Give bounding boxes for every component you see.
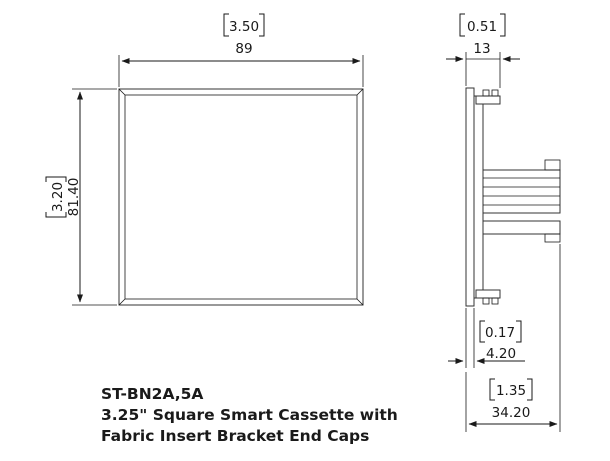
center-tongue xyxy=(482,169,561,214)
front-view xyxy=(118,88,364,306)
width-inch-label: 3.50 xyxy=(229,19,259,35)
lip-mm-label: 4.20 xyxy=(486,346,516,362)
product-caption: ST-BN2A,5A 3.25" Square Smart Cassette w… xyxy=(101,384,398,447)
height-inch-label: 3.20 xyxy=(50,182,66,212)
height-mm-label: 81.40 xyxy=(66,178,82,217)
width-inch-bracket-right xyxy=(259,13,265,37)
depth-inch-label: 0.51 xyxy=(467,19,497,35)
width-mm-label: 89 xyxy=(235,41,252,57)
side-view xyxy=(465,87,561,307)
bottom-clip xyxy=(475,289,501,299)
caption-line-1: 3.25" Square Smart Cassette with xyxy=(101,406,398,424)
lip-inch-label: 0.17 xyxy=(485,325,515,341)
caption-line-2: Fabric Insert Bracket End Caps xyxy=(101,427,370,445)
width-dimension: 3.50 89 xyxy=(118,13,364,87)
top-clip xyxy=(475,95,501,105)
width-inch-bracket-left xyxy=(223,13,229,37)
front-plate-outline xyxy=(118,88,364,306)
depth-dimension: 0.51 13 xyxy=(446,13,520,88)
overall-depth-dimension: 1.35 34.20 xyxy=(465,244,561,432)
front-plate-bevel xyxy=(124,94,358,300)
depth-mm-label: 13 xyxy=(473,41,490,57)
side-face-plate xyxy=(465,87,475,307)
lip-dimension: 0.17 4.20 xyxy=(448,308,525,368)
overall-mm-label: 34.20 xyxy=(492,405,531,421)
overall-inch-label: 1.35 xyxy=(496,383,526,399)
side-body xyxy=(473,95,484,299)
height-dimension: 3.20 81.40 xyxy=(45,88,117,306)
lower-tongue xyxy=(482,220,561,235)
model-number: ST-BN2A,5A xyxy=(101,385,204,403)
